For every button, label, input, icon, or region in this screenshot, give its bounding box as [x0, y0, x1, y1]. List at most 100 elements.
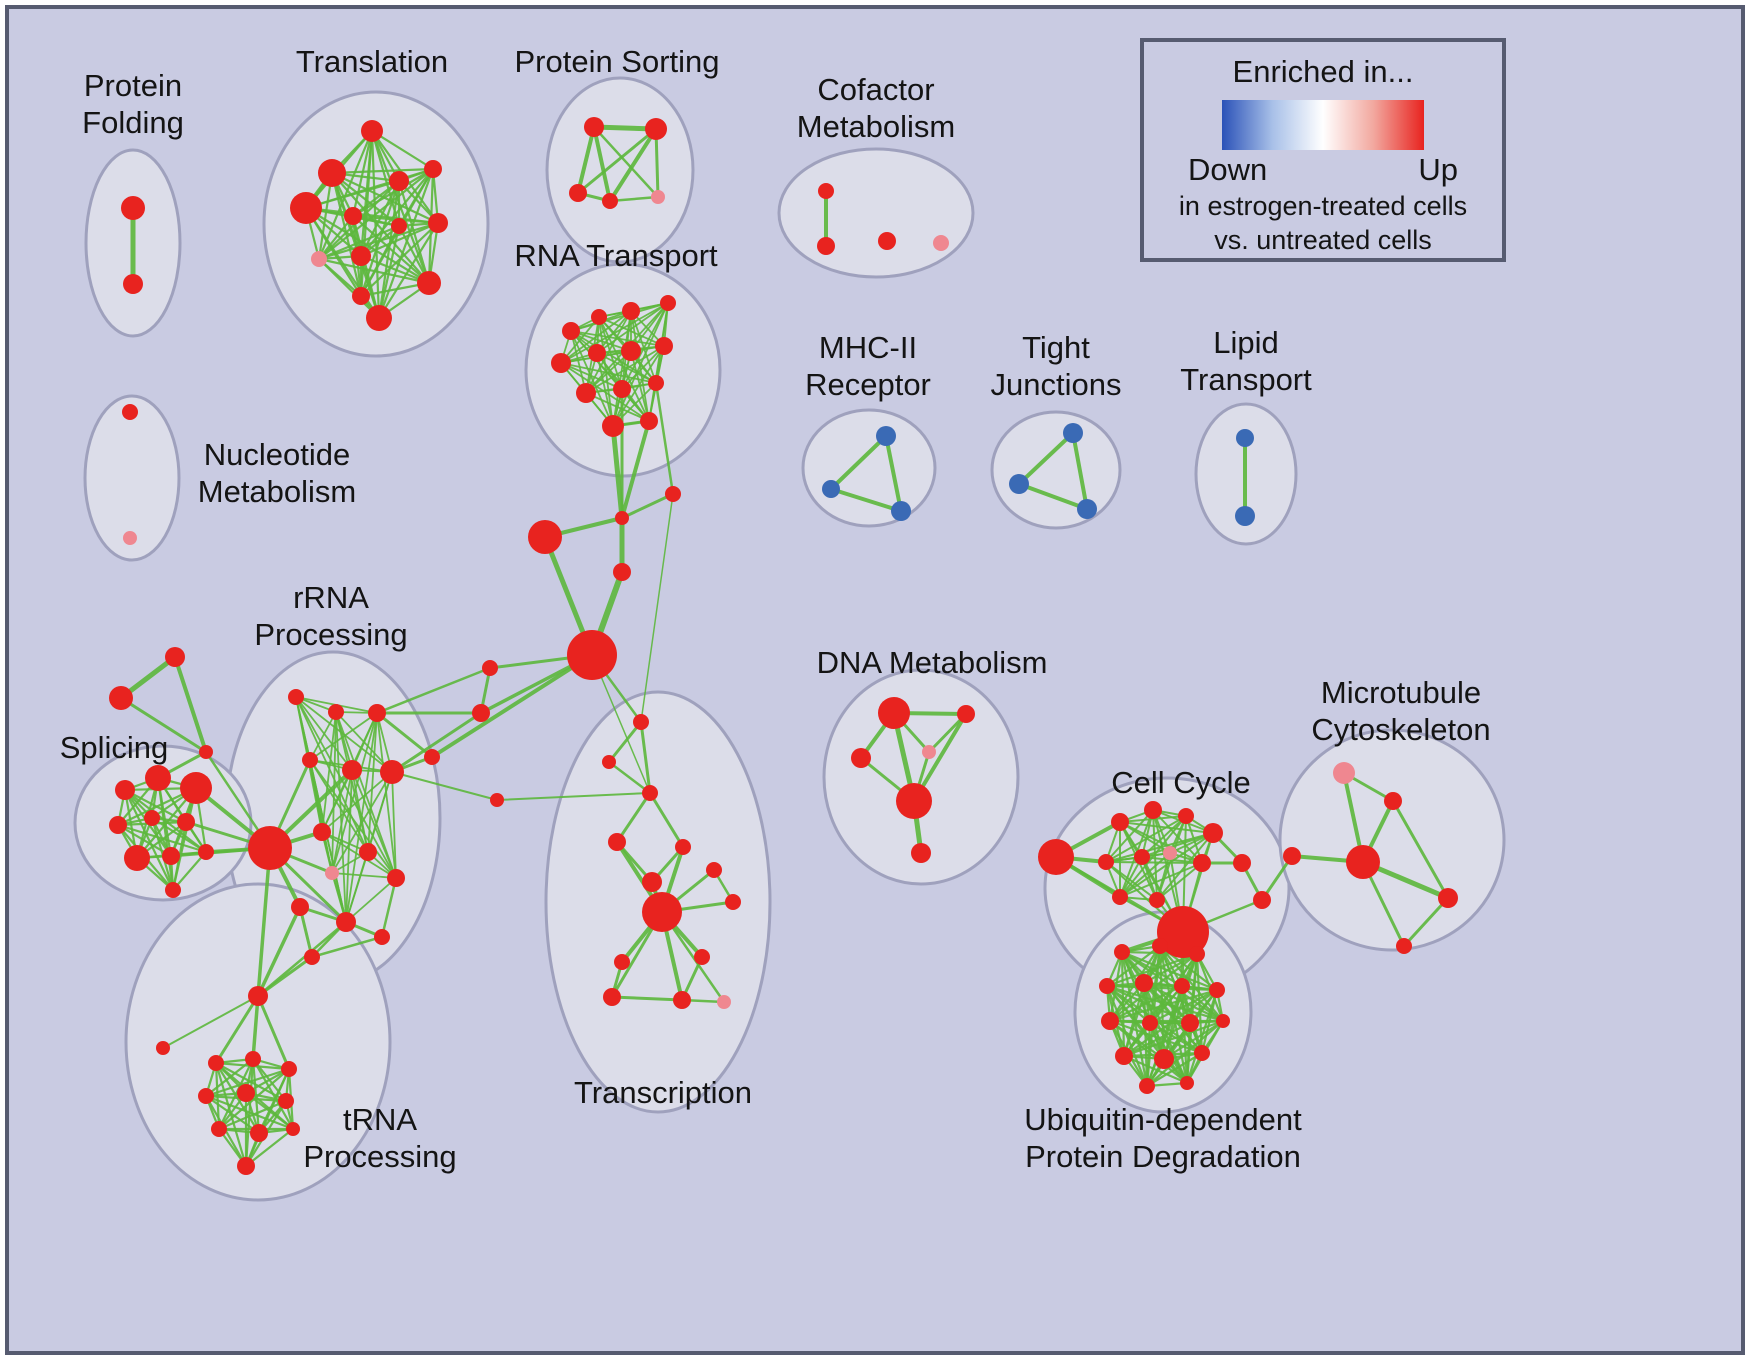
node-cc1: [1038, 839, 1074, 875]
edge-cc3-cc6: [1105, 809, 1154, 863]
node-tc2: [602, 755, 616, 769]
node-x4: [567, 630, 617, 680]
edge-ub2-ub4: [1105, 944, 1162, 988]
node-sp9: [198, 844, 214, 860]
cluster-label-cell-cycle: Cell Cycle: [1111, 765, 1251, 800]
node-sp5: [144, 810, 160, 826]
node-rt11: [648, 375, 664, 391]
edge-x8-x3: [620, 492, 675, 520]
node-tc14: [717, 995, 731, 1009]
node-cf4: [933, 235, 949, 251]
node-rt5: [551, 353, 571, 373]
edge-ps2-ps4: [608, 127, 658, 203]
node-cc14: [1253, 891, 1271, 909]
node-rt10: [613, 380, 631, 398]
node-t5: [290, 192, 322, 224]
node-t2: [318, 159, 346, 187]
edge-rr2-rr14: [335, 711, 347, 923]
node-sp2: [145, 765, 171, 791]
node-lt1: [1236, 429, 1254, 447]
edge-tp1-tp3: [251, 994, 260, 1061]
edge-t9-t13: [317, 257, 381, 320]
edge-tc1-tc3: [639, 720, 652, 795]
edge-ub11-ub13: [1162, 1019, 1225, 1061]
node-ub2: [1152, 938, 1168, 954]
edge-rr4-rr14: [309, 759, 347, 923]
legend-gradient-bar: [1222, 100, 1424, 150]
node-cc10: [1233, 854, 1251, 872]
node-tp11: [237, 1157, 255, 1175]
node-rr7: [424, 749, 440, 765]
edge-x5-rr3: [375, 666, 492, 715]
node-dm1: [878, 697, 910, 729]
node-nm2: [123, 531, 137, 545]
edge-rr3-rr12: [376, 712, 397, 879]
node-rt6: [588, 344, 606, 362]
node-ub6: [1174, 978, 1190, 994]
node-tri3: [199, 745, 213, 759]
edge-ps2-ps3: [576, 127, 658, 195]
node-tri1: [165, 647, 185, 667]
edge-t3-t11: [397, 179, 431, 285]
node-rr12: [387, 869, 405, 887]
node-ub7: [1209, 982, 1225, 998]
cluster-label-protein-sorting: Protein Sorting: [514, 44, 719, 79]
edge-rr1-rr12: [295, 696, 397, 879]
edge-t7-t9: [317, 224, 401, 261]
edge-rr12-rr15: [380, 876, 398, 939]
node-tc4: [608, 833, 626, 851]
edge-rr12-rr14: [345, 877, 397, 923]
edge-ub10-ub12: [1122, 1021, 1192, 1058]
cluster-ellipse-nucleotide-metabolism: [83, 394, 181, 562]
node-dm6: [911, 843, 931, 863]
edge-ub7-ub9: [1148, 988, 1219, 1025]
edge-rr5-rr11: [351, 769, 369, 853]
node-t11: [417, 271, 441, 295]
node-rt3: [622, 302, 640, 320]
node-t10: [351, 246, 371, 266]
edge-rr6-rr9: [321, 771, 393, 833]
node-tri2: [109, 686, 133, 710]
node-ub16: [1180, 1076, 1194, 1090]
cluster-ellipse-protein-sorting: [545, 76, 695, 264]
edge-ub4-ub10: [1105, 984, 1192, 1025]
edge-t9-t11: [317, 257, 431, 285]
node-x1: [528, 520, 562, 554]
node-rr9: [313, 823, 331, 841]
edge-rr4-rr12: [309, 759, 397, 879]
node-cc8: [1163, 846, 1177, 860]
node-pf2: [123, 274, 143, 294]
node-dm2: [957, 705, 975, 723]
node-sp7: [124, 845, 150, 871]
node-tpl: [156, 1041, 170, 1055]
node-ps4: [602, 193, 618, 209]
edge-tp3-tp10: [251, 1057, 295, 1131]
node-rt9: [576, 383, 596, 403]
node-tc1: [633, 714, 649, 730]
node-tp2: [208, 1055, 224, 1071]
node-tp4: [281, 1061, 297, 1077]
edge-rt3-rt6: [596, 310, 632, 354]
node-t13: [366, 305, 392, 331]
edge-rr2-rr4: [309, 711, 337, 761]
edge-rr5-rr9: [321, 769, 353, 833]
edge-tj2-tj3: [1017, 482, 1089, 511]
edge-ps1-ps5: [592, 125, 660, 199]
edge-cc8-cc11: [1119, 852, 1171, 898]
edge-tp5-tp10: [204, 1094, 295, 1131]
edge-rt4-rt6: [596, 302, 669, 354]
edge-ub11-ub12: [1122, 1019, 1225, 1058]
node-tc9: [725, 894, 741, 910]
edge-ub12-ub16: [1122, 1054, 1189, 1085]
node-ub5: [1135, 974, 1153, 992]
edge-mt5-mt6: [1402, 896, 1450, 948]
node-ps1: [584, 117, 604, 137]
node-rt13: [640, 412, 658, 430]
edge-rr2-rr9: [321, 711, 337, 833]
node-tj2: [1009, 474, 1029, 494]
node-ub1: [1114, 944, 1130, 960]
node-sp4: [109, 816, 127, 834]
edge-xv-tc3: [496, 792, 651, 801]
edge-sp2-sp10: [156, 776, 175, 892]
